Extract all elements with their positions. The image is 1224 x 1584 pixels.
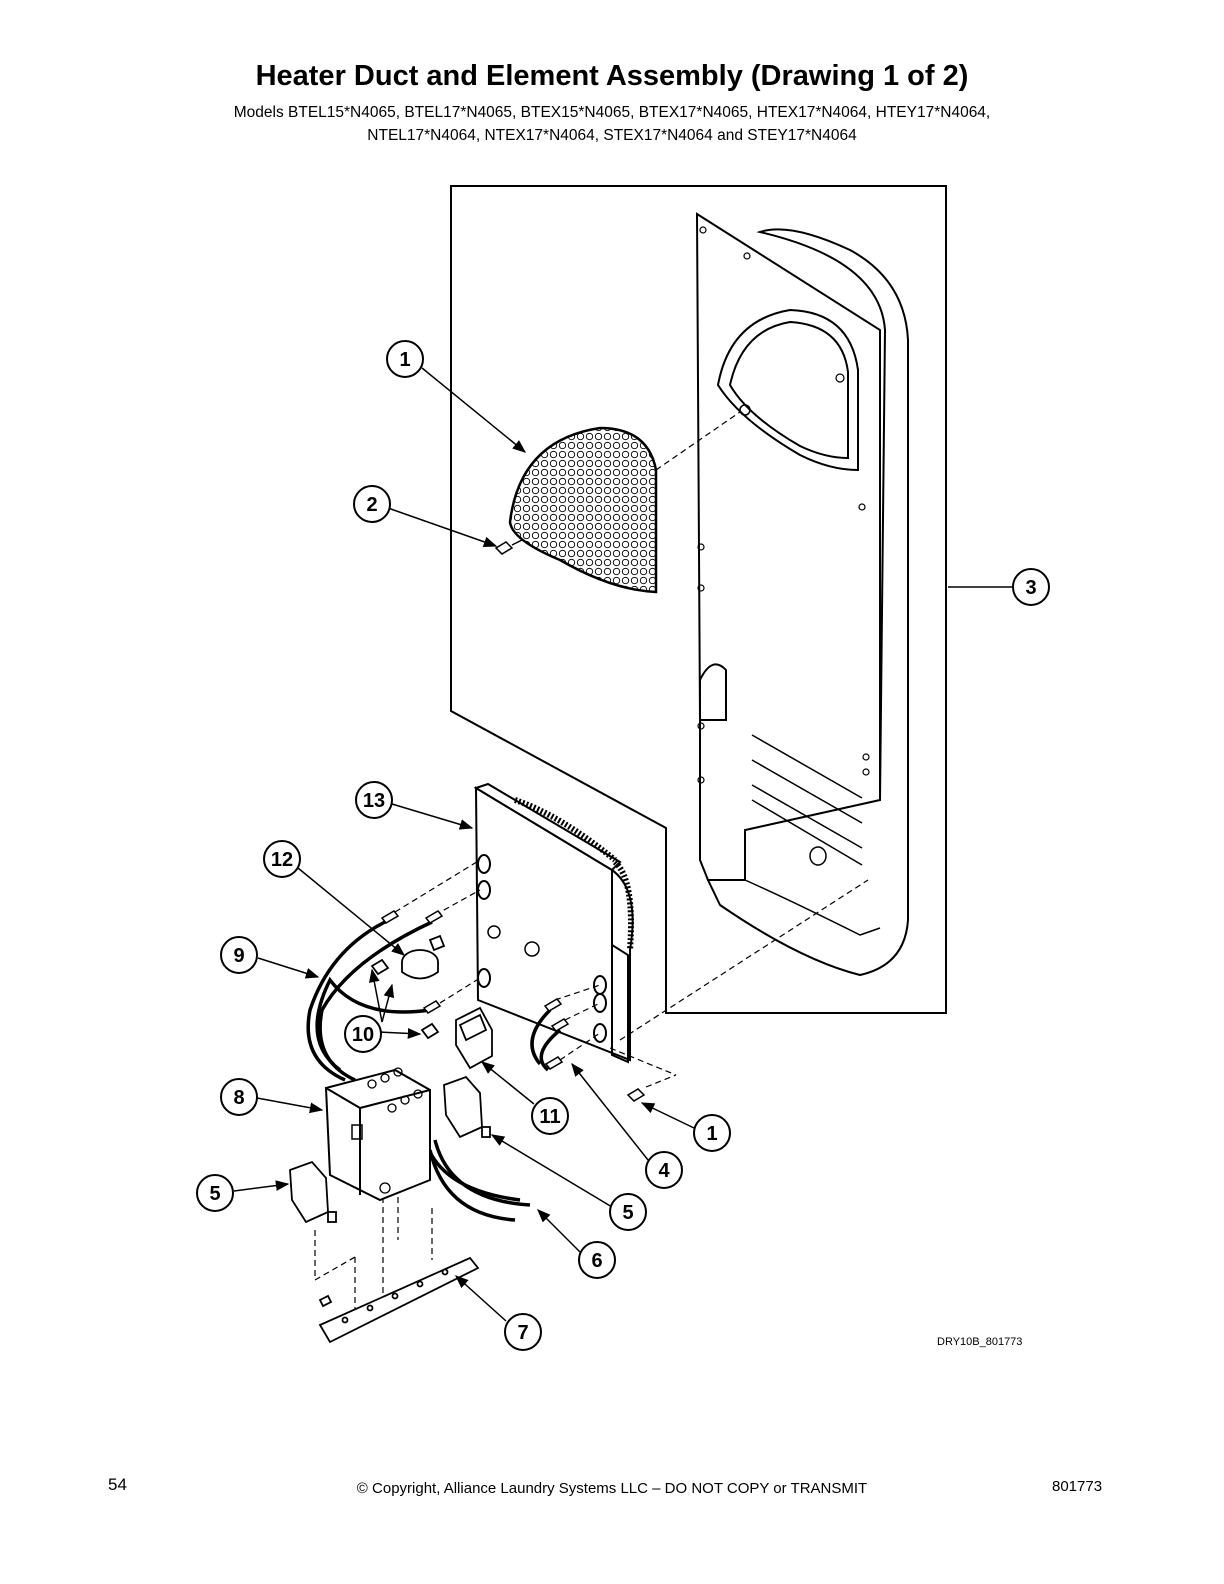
callout-11: [531, 1097, 569, 1135]
callout-9: [220, 936, 258, 974]
callout-1-bottom: [693, 1114, 731, 1152]
screw-bottom: [626, 1088, 646, 1102]
terminal-block-right: [443, 1075, 491, 1139]
callout-1-top: [353, 485, 391, 523]
page-number: 54: [108, 1475, 127, 1494]
callout-label: 2: [366, 494, 377, 516]
callouts: [196, 340, 1050, 1351]
callout-5-right: [609, 1193, 647, 1231]
models-line-2: NTEL17*N4064, NTEX17*N4064, STEX17*N4064…: [367, 127, 857, 144]
copyright-notice: © Copyright, Alliance Laundry Systems LL…: [356, 1480, 868, 1497]
callout-label: 7: [517, 1322, 528, 1344]
callout-label: 1: [706, 1123, 717, 1145]
callout-label: 3: [1025, 577, 1036, 599]
callout-3: [1012, 568, 1050, 606]
callout-label: 11: [539, 1106, 560, 1128]
callout-label: 12: [271, 849, 293, 871]
lint-screen: [508, 411, 741, 594]
callout-8: [220, 1078, 258, 1116]
callout-7: [504, 1313, 542, 1351]
thermostat: [370, 934, 446, 1040]
document-number: 801773: [1052, 1478, 1103, 1495]
callout-4: [645, 1151, 683, 1189]
callout-12: [263, 840, 301, 878]
assembly-frame: [450, 185, 947, 1014]
callout-label: 10: [352, 1024, 374, 1046]
heating-element-panel: [473, 782, 634, 1064]
assembly-guide-lines: [314, 859, 869, 1320]
terminal-block-left: [289, 1160, 337, 1224]
callout-label: 9: [233, 945, 244, 967]
drawing-code: DRY10B_801773: [937, 1336, 1023, 1348]
callout-label: 8: [233, 1087, 244, 1109]
callout-2: [386, 340, 424, 378]
callout-5-left: [196, 1174, 234, 1212]
callout-label: 4: [658, 1160, 670, 1182]
wire-terminals: [380, 910, 570, 1070]
mounting-rail: [318, 1256, 480, 1344]
callout-label: 6: [591, 1250, 602, 1272]
leader-lines: [233, 367, 1014, 1322]
callout-6: [578, 1241, 616, 1279]
callout-label: 13: [363, 790, 385, 812]
contactor: [324, 1067, 431, 1202]
models-line-1: Models BTEL15*N4065, BTEL17*N4065, BTEX1…: [233, 104, 991, 121]
callout-label: 5: [622, 1202, 633, 1224]
callout-label: 5: [209, 1183, 220, 1205]
callout-10: [344, 1015, 382, 1053]
heater-duct: [695, 212, 909, 977]
screw-top: [494, 539, 523, 555]
limit-switch: [455, 1006, 493, 1070]
callout-label: 1: [399, 349, 410, 371]
callout-13: [355, 781, 393, 819]
page-title: Heater Duct and Element Assembly (Drawin…: [255, 60, 969, 92]
